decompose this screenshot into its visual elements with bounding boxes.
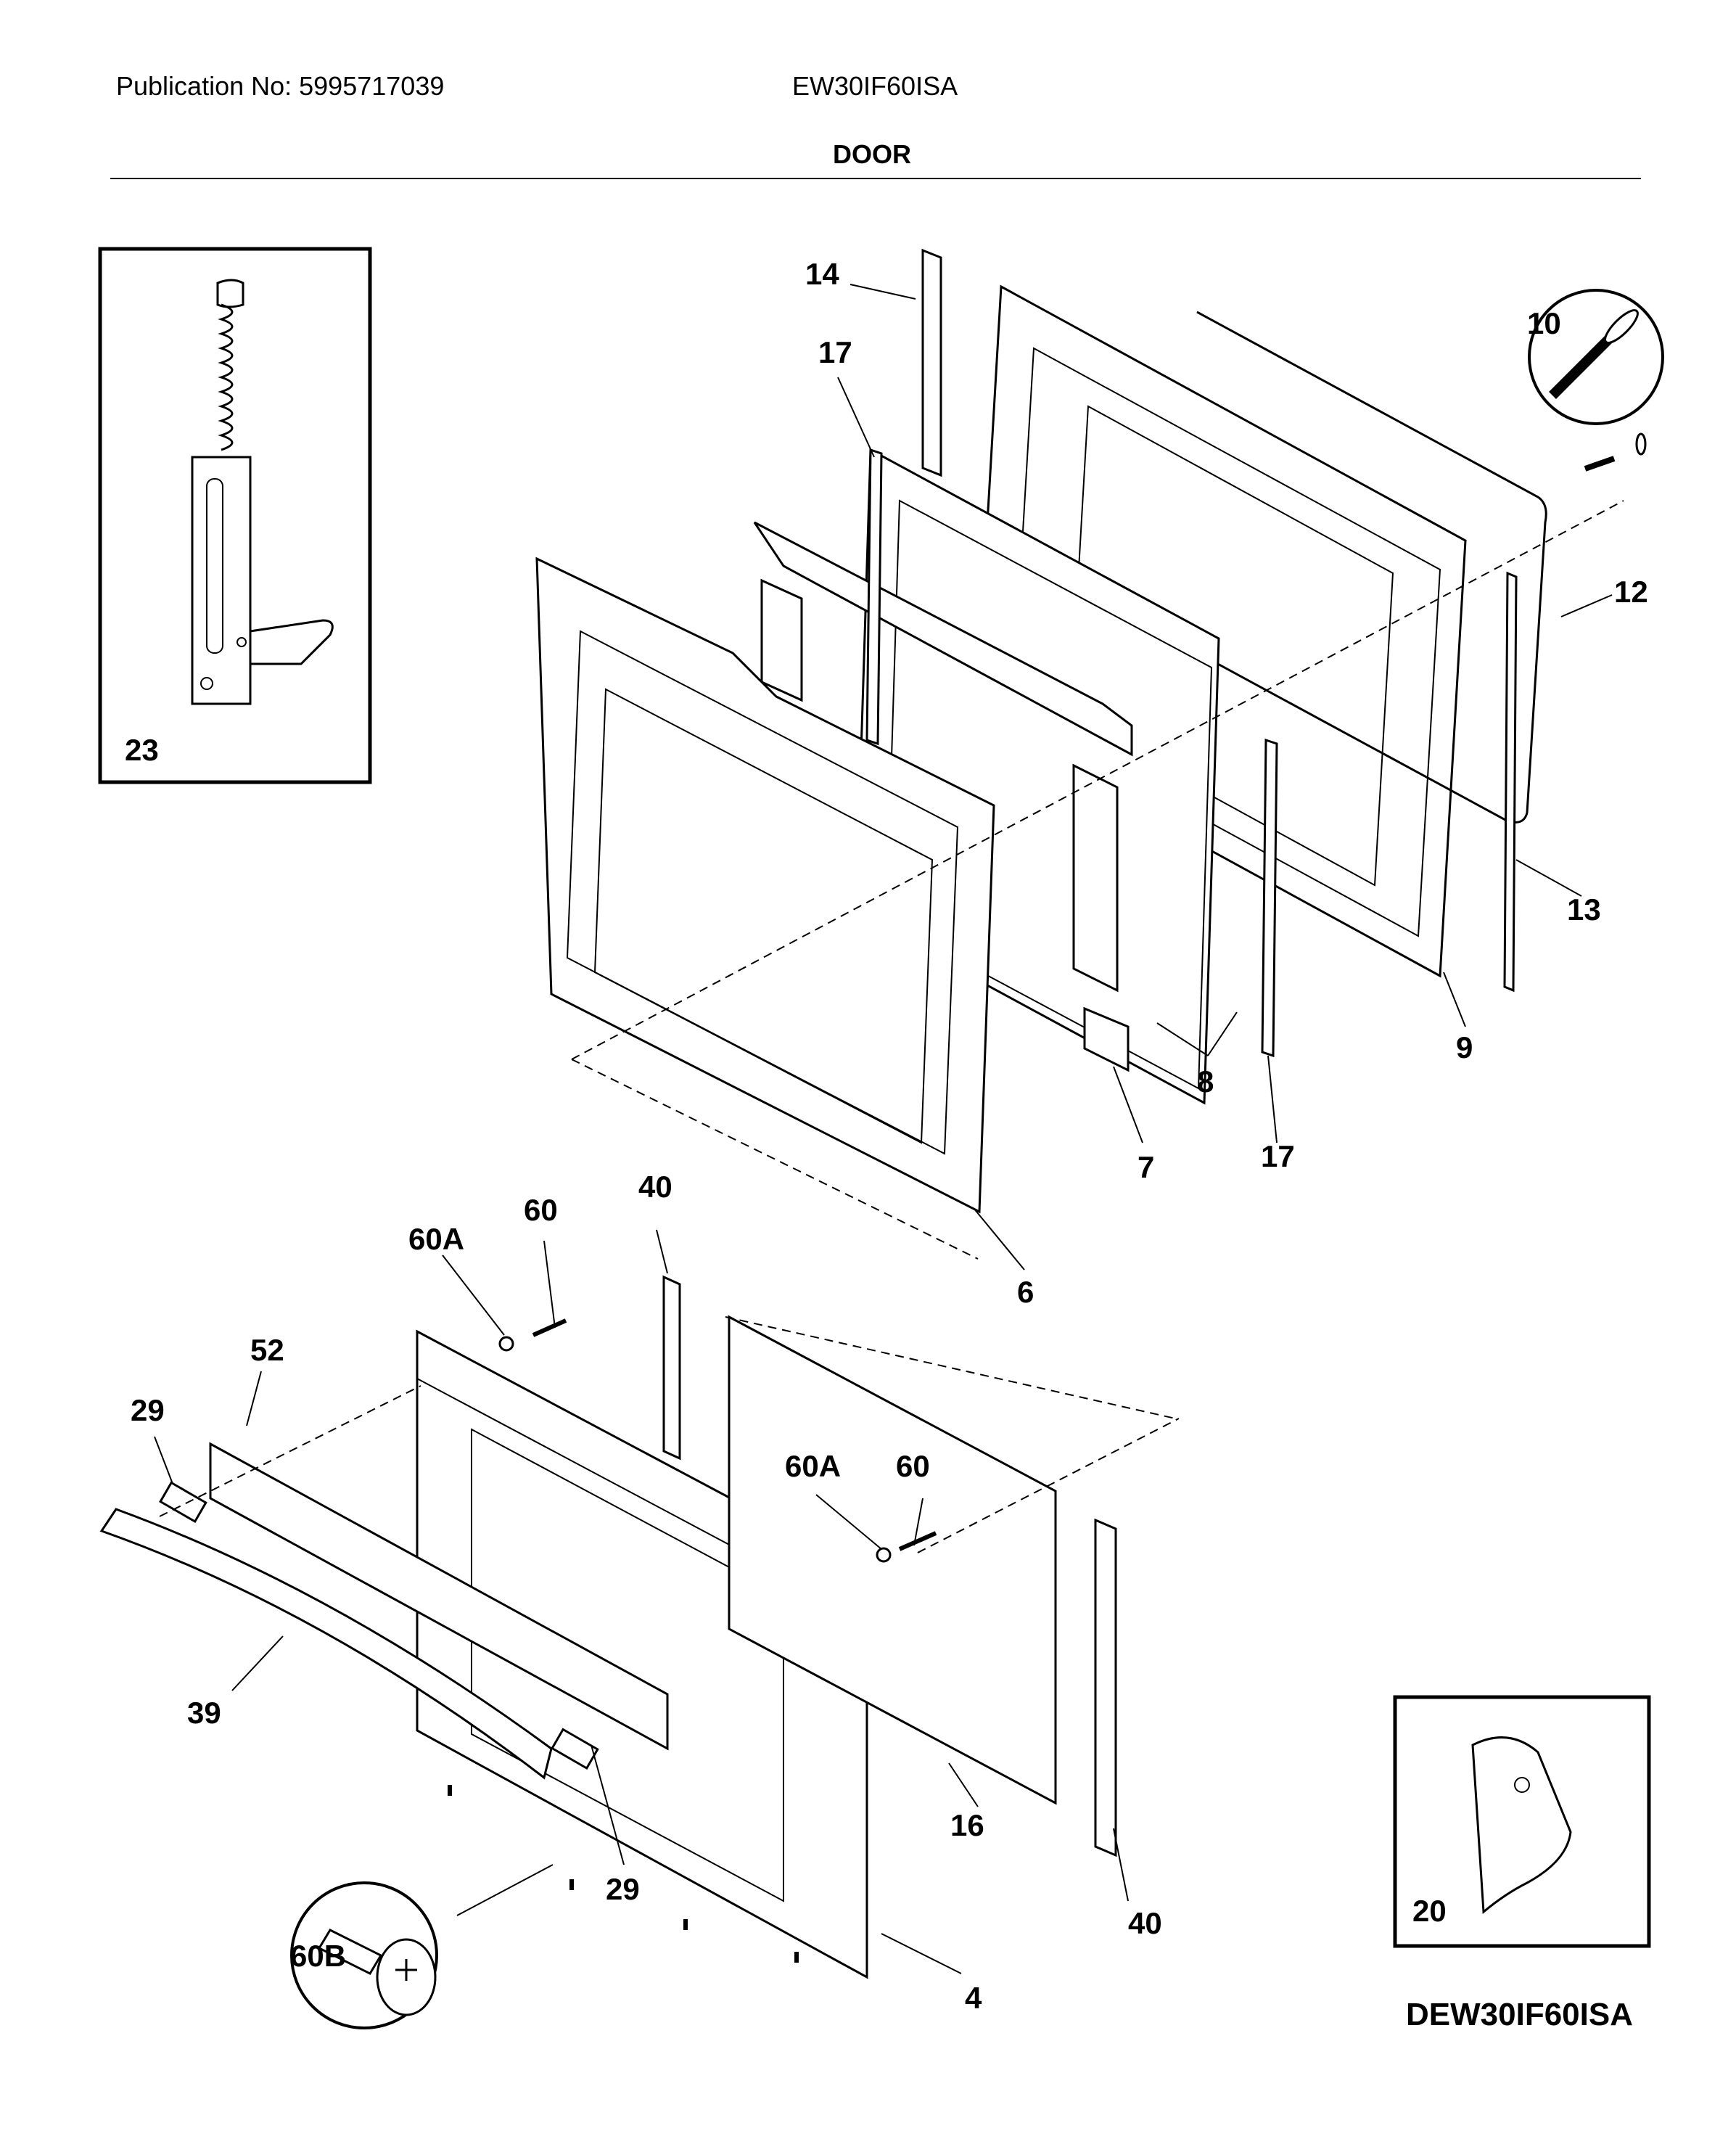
publication-number: Publication No: 5995717039: [116, 71, 445, 101]
callout-60A-top: 60A: [408, 1222, 464, 1256]
hinge-inset: [98, 247, 372, 784]
callout-40-top: 40: [638, 1170, 672, 1204]
callout-12: 12: [1614, 575, 1648, 609]
callout-20: 20: [1412, 1894, 1447, 1928]
model-number: EW30IF60ISA: [792, 71, 958, 101]
leader-lines: [154, 284, 1613, 1974]
callout-29-left: 29: [131, 1393, 165, 1427]
callout-16: 16: [950, 1808, 984, 1842]
callout-60-right: 60: [896, 1449, 930, 1483]
callout-23: 23: [125, 733, 159, 767]
callout-17-bottom: 17: [1261, 1139, 1295, 1173]
callout-52: 52: [250, 1333, 284, 1367]
callout-4: 4: [965, 1981, 982, 2015]
section-title: DOOR: [833, 139, 911, 169]
handle-end-cap: [159, 1481, 599, 1770]
control-trim: [209, 1442, 669, 1751]
callout-60B: 60B: [290, 1939, 346, 1973]
inner-door-frame: [535, 557, 995, 1214]
part-60B-inset: [290, 1864, 554, 2029]
callout-13: 13: [1567, 892, 1601, 927]
callout-14: 14: [805, 257, 839, 291]
callout-7: 7: [1138, 1150, 1154, 1184]
part-10-inset: [1528, 289, 1664, 472]
part-20-inset: [1393, 1695, 1651, 1948]
side-channel-17: [865, 448, 1278, 1058]
callout-10: 10: [1527, 306, 1561, 340]
diagram-code: DEW30IF60ISA: [1406, 1997, 1633, 2032]
callout-39: 39: [187, 1696, 221, 1730]
callout-6: 6: [1017, 1275, 1034, 1309]
callout-60A-right: 60A: [785, 1449, 841, 1483]
insulation: [753, 521, 1133, 1072]
header-divider: [110, 178, 1641, 179]
callout-17-top: 17: [818, 335, 852, 369]
callout-29-bottom: 29: [606, 1872, 640, 1906]
outer-glass: [728, 1315, 1057, 1805]
callout-40-bottom: 40: [1128, 1906, 1162, 1940]
callout-9: 9: [1456, 1030, 1473, 1064]
side-channel-14: [921, 248, 942, 477]
callout-60-top: 60: [524, 1193, 558, 1227]
callout-8: 8: [1197, 1064, 1214, 1099]
side-trim-13: [1503, 571, 1518, 993]
bracket-40: [662, 1275, 1117, 1857]
screws: [448, 1318, 937, 1963]
